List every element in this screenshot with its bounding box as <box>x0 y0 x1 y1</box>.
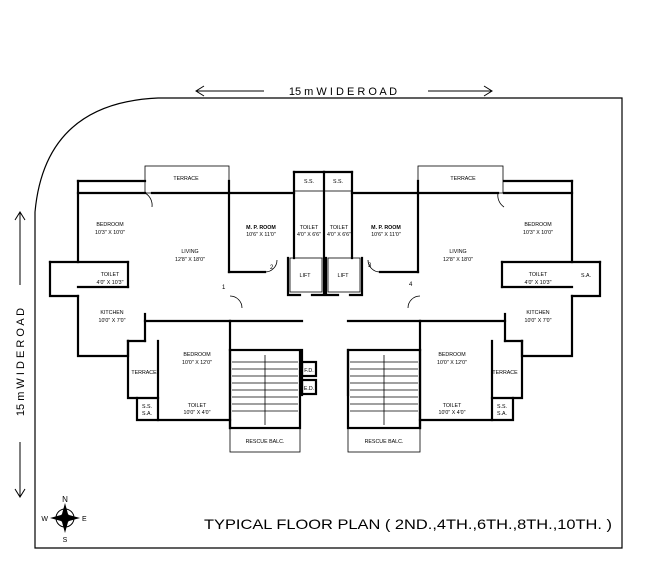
label-kitchen-right: KITCHEN <box>526 310 549 316</box>
label-terrace-top-left: TERRACE <box>173 176 199 182</box>
label-terrace-lower-left: TERRACE <box>131 370 157 376</box>
plot-boundary <box>34 97 623 549</box>
road-label-top: 15 m W I D E R O A D <box>289 86 397 98</box>
label-kitchen-left: KITCHEN <box>100 310 123 316</box>
door-number-3: 3 <box>368 263 372 269</box>
label-terrace-lower-right: TERRACE <box>492 370 518 376</box>
label-toilet-side-right: TOILET <box>529 272 548 278</box>
size-living-right: 12'8" X 18'0" <box>443 257 473 263</box>
size-bedroom-lower-right: 10'0" X 12'0" <box>437 360 467 366</box>
compass-n: N <box>62 495 68 504</box>
size-bedroom-right: 10'3" X 10'0" <box>523 230 553 236</box>
compass-w: W <box>41 516 48 523</box>
label-living-left: LIVING <box>181 249 198 255</box>
label-bedroom-right: BEDROOM <box>524 222 551 228</box>
label-toilet-center-right: TOILET <box>330 225 349 231</box>
label-ss-top-right: S.S. <box>333 179 343 185</box>
label-sa-right: S.A. <box>581 273 591 279</box>
size-mp-room-right: 10'6" X 11'0" <box>371 232 401 238</box>
label-fd: F.D. <box>304 368 313 374</box>
label-terrace-top-right: TERRACE <box>450 176 476 182</box>
label-bedroom-left: BEDROOM <box>96 222 123 228</box>
size-toilet-side-left: 4'0" X 10'3" <box>97 280 124 286</box>
label-lift-left: LIFT <box>300 273 312 279</box>
size-mp-room-left: 10'6" X 11'0" <box>246 232 276 238</box>
label-mp-room-right: M. P. ROOM <box>371 225 401 231</box>
label-toilet-lower-left: TOILET <box>188 403 207 409</box>
road-top-arrow <box>195 85 493 97</box>
label-bedroom-lower-left: BEDROOM <box>183 352 210 358</box>
label-mp-room-left: M. P. ROOM <box>246 225 276 231</box>
label-rescue-left: RESCUE BALC. <box>246 439 285 445</box>
door-number-2: 2 <box>270 265 274 271</box>
label-toilet-lower-right: TOILET <box>443 403 462 409</box>
door-number-1: 1 <box>222 285 226 291</box>
label-toilet-center-left: TOILET <box>300 225 319 231</box>
size-kitchen-right: 10'0" X 7'0" <box>525 318 552 324</box>
road-left-arrow <box>14 211 26 498</box>
size-bedroom-left: 10'3" X 10'0" <box>95 230 125 236</box>
door-number-4: 4 <box>409 282 413 288</box>
label-ed: E.D. <box>304 386 314 392</box>
size-kitchen-left: 10'0" X 7'0" <box>99 318 126 324</box>
label-living-right: LIVING <box>449 249 466 255</box>
thin-lines <box>137 165 513 453</box>
size-bedroom-lower-left: 10'0" X 12'0" <box>182 360 212 366</box>
label-bedroom-lower-right: BEDROOM <box>438 352 465 358</box>
label-ss-top-left: S.S. <box>304 179 314 185</box>
walls <box>48 170 602 430</box>
size-toilet-lower-right: 10'0" X 4'0" <box>439 410 466 416</box>
compass-icon <box>50 503 80 533</box>
size-toilet-lower-left: 10'0" X 4'0" <box>184 410 211 416</box>
plan-caption: TYPICAL FLOOR PLAN ( 2ND.,4TH.,6TH.,8TH.… <box>204 516 612 532</box>
label-lift-right: LIFT <box>338 273 350 279</box>
compass-s: S <box>63 537 68 544</box>
label-toilet-side-left: TOILET <box>101 272 120 278</box>
label-rescue-right: RESCUE BALC. <box>365 439 404 445</box>
compass-e: E <box>82 516 87 523</box>
size-toilet-center-right: 4'0" X 6'6" <box>327 232 351 238</box>
label-ss-lower-right: S.S. <box>497 404 507 410</box>
road-label-left: 15 m W I D E R O A D <box>15 308 27 416</box>
label-ss-lower-left: S.S. <box>142 404 152 410</box>
label-sa-lower-left: S.A. <box>142 411 152 417</box>
size-toilet-center-left: 4'0" X 6'6" <box>297 232 321 238</box>
label-sa-lower-right: S.A. <box>497 411 507 417</box>
size-living-left: 12'8" X 18'0" <box>175 257 205 263</box>
size-toilet-side-right: 4'0" X 10'3" <box>525 280 552 286</box>
